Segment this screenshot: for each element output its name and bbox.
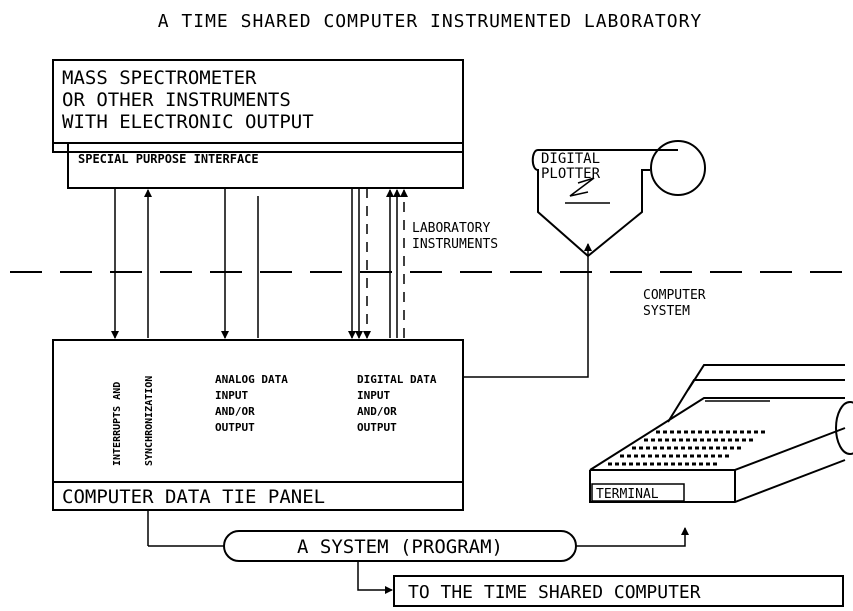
instrument-line-3: WITH ELECTRONIC OUTPUT (62, 111, 314, 133)
digital-line-3: AND/OR (357, 405, 397, 418)
diagram-title: A TIME SHARED COMPUTER INSTRUMENTED LABO… (158, 11, 703, 32)
analog-line-2: INPUT (215, 389, 248, 402)
system-program-label: A SYSTEM (PROGRAM) (297, 536, 503, 558)
analog-line-4: OUTPUT (215, 421, 255, 434)
digital-line-4: OUTPUT (357, 421, 397, 434)
computer-system-line-1: COMPUTER (643, 288, 706, 303)
data-lines (115, 188, 404, 338)
time-shared-connection (358, 561, 392, 590)
tie-panel-label: COMPUTER DATA TIE PANEL (62, 486, 325, 508)
terminal-device (590, 365, 853, 502)
lab-instruments-line-1: LABORATORY (412, 221, 490, 236)
computer-system-line-2: SYSTEM (643, 304, 690, 319)
plotter-line-1: DIGITAL (541, 151, 600, 167)
terminal-connection (576, 528, 685, 546)
digital-line-1: DIGITAL DATA (357, 373, 437, 386)
plotter-connection (463, 244, 588, 377)
instrument-line-1: MASS SPECTROMETER (62, 67, 257, 89)
digital-line-2: INPUT (357, 389, 390, 402)
synchronization-label: SYNCHRONIZATION (144, 376, 155, 466)
interface-label: SPECIAL PURPOSE INTERFACE (78, 152, 259, 166)
time-shared-label: TO THE TIME SHARED COMPUTER (408, 582, 701, 603)
terminal-label: TERMINAL (596, 487, 659, 502)
analog-line-3: AND/OR (215, 405, 255, 418)
lab-instruments-line-2: INSTRUMENTS (412, 237, 498, 252)
interrupts-label: INTERRUPTS AND (112, 382, 123, 466)
instrument-line-2: OR OTHER INSTRUMENTS (62, 89, 291, 111)
plotter-line-2: PLOTTER (541, 166, 601, 182)
analog-line-1: ANALOG DATA (215, 373, 288, 386)
